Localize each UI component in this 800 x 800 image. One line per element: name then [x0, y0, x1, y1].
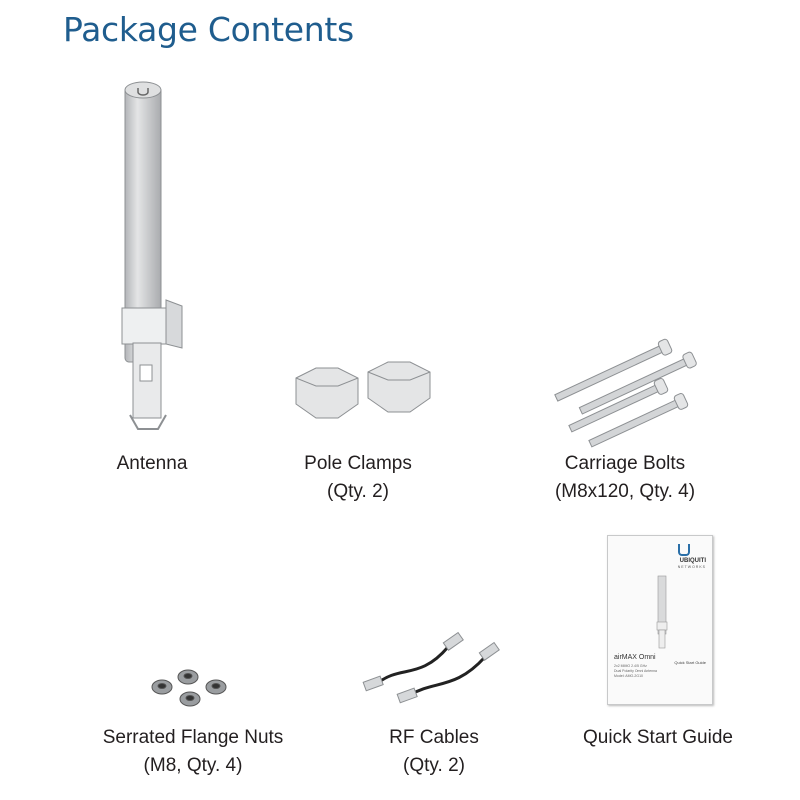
- pole-clamps-image: [295, 361, 431, 419]
- guide-brand-sub: NETWORKS: [677, 565, 706, 569]
- caption-quick-start-guide: Quick Start Guide: [528, 724, 788, 752]
- flange-nuts-image: [151, 669, 227, 707]
- caption-carriage-bolts: Carriage Bolts (M8x120, Qty. 4): [495, 450, 755, 506]
- quick-start-guide-image: UBIQUITI NETWORKS airMAX Omni 2x2 MIMO 2…: [607, 535, 713, 705]
- guide-product: airMAX Omni: [614, 654, 656, 661]
- guide-detail-3: Model: AMO-2G10: [614, 674, 643, 678]
- rf-cables-image: [362, 631, 500, 704]
- caption-pole-clamps: Pole Clamps (Qty. 2): [228, 450, 488, 506]
- item-qty: (M8x120, Qty. 4): [554, 481, 696, 502]
- ubiquiti-logo-icon: [678, 544, 690, 556]
- item-qty: (Qty. 2): [403, 755, 465, 776]
- guide-detail-1: 2x2 MIMO 2.4/5 GHz: [614, 664, 647, 668]
- item-name: Quick Start Guide: [583, 727, 733, 748]
- item-name: Carriage Bolts: [564, 453, 686, 474]
- item-qty: (Qty. 2): [327, 481, 389, 502]
- caption-flange-nuts: Serrated Flange Nuts (M8, Qty. 4): [63, 724, 323, 780]
- carriage-bolts-image: [554, 338, 697, 448]
- item-qty: (M8, Qty. 4): [143, 755, 243, 776]
- guide-footer: Quick Start Guide: [674, 660, 706, 665]
- item-name: Antenna: [116, 453, 188, 474]
- page-title: Package Contents: [63, 10, 354, 49]
- guide-detail-2: Dual Polarity Omni Antenna: [614, 669, 657, 673]
- caption-antenna: Antenna: [22, 450, 282, 478]
- item-name: RF Cables: [389, 727, 479, 748]
- item-name: Serrated Flange Nuts: [102, 727, 284, 748]
- guide-brand: UBIQUITI: [679, 558, 706, 564]
- guide-antenna-image: [656, 575, 668, 649]
- antenna-image: [121, 81, 183, 430]
- caption-rf-cables: RF Cables (Qty. 2): [304, 724, 564, 780]
- item-name: Pole Clamps: [304, 453, 412, 474]
